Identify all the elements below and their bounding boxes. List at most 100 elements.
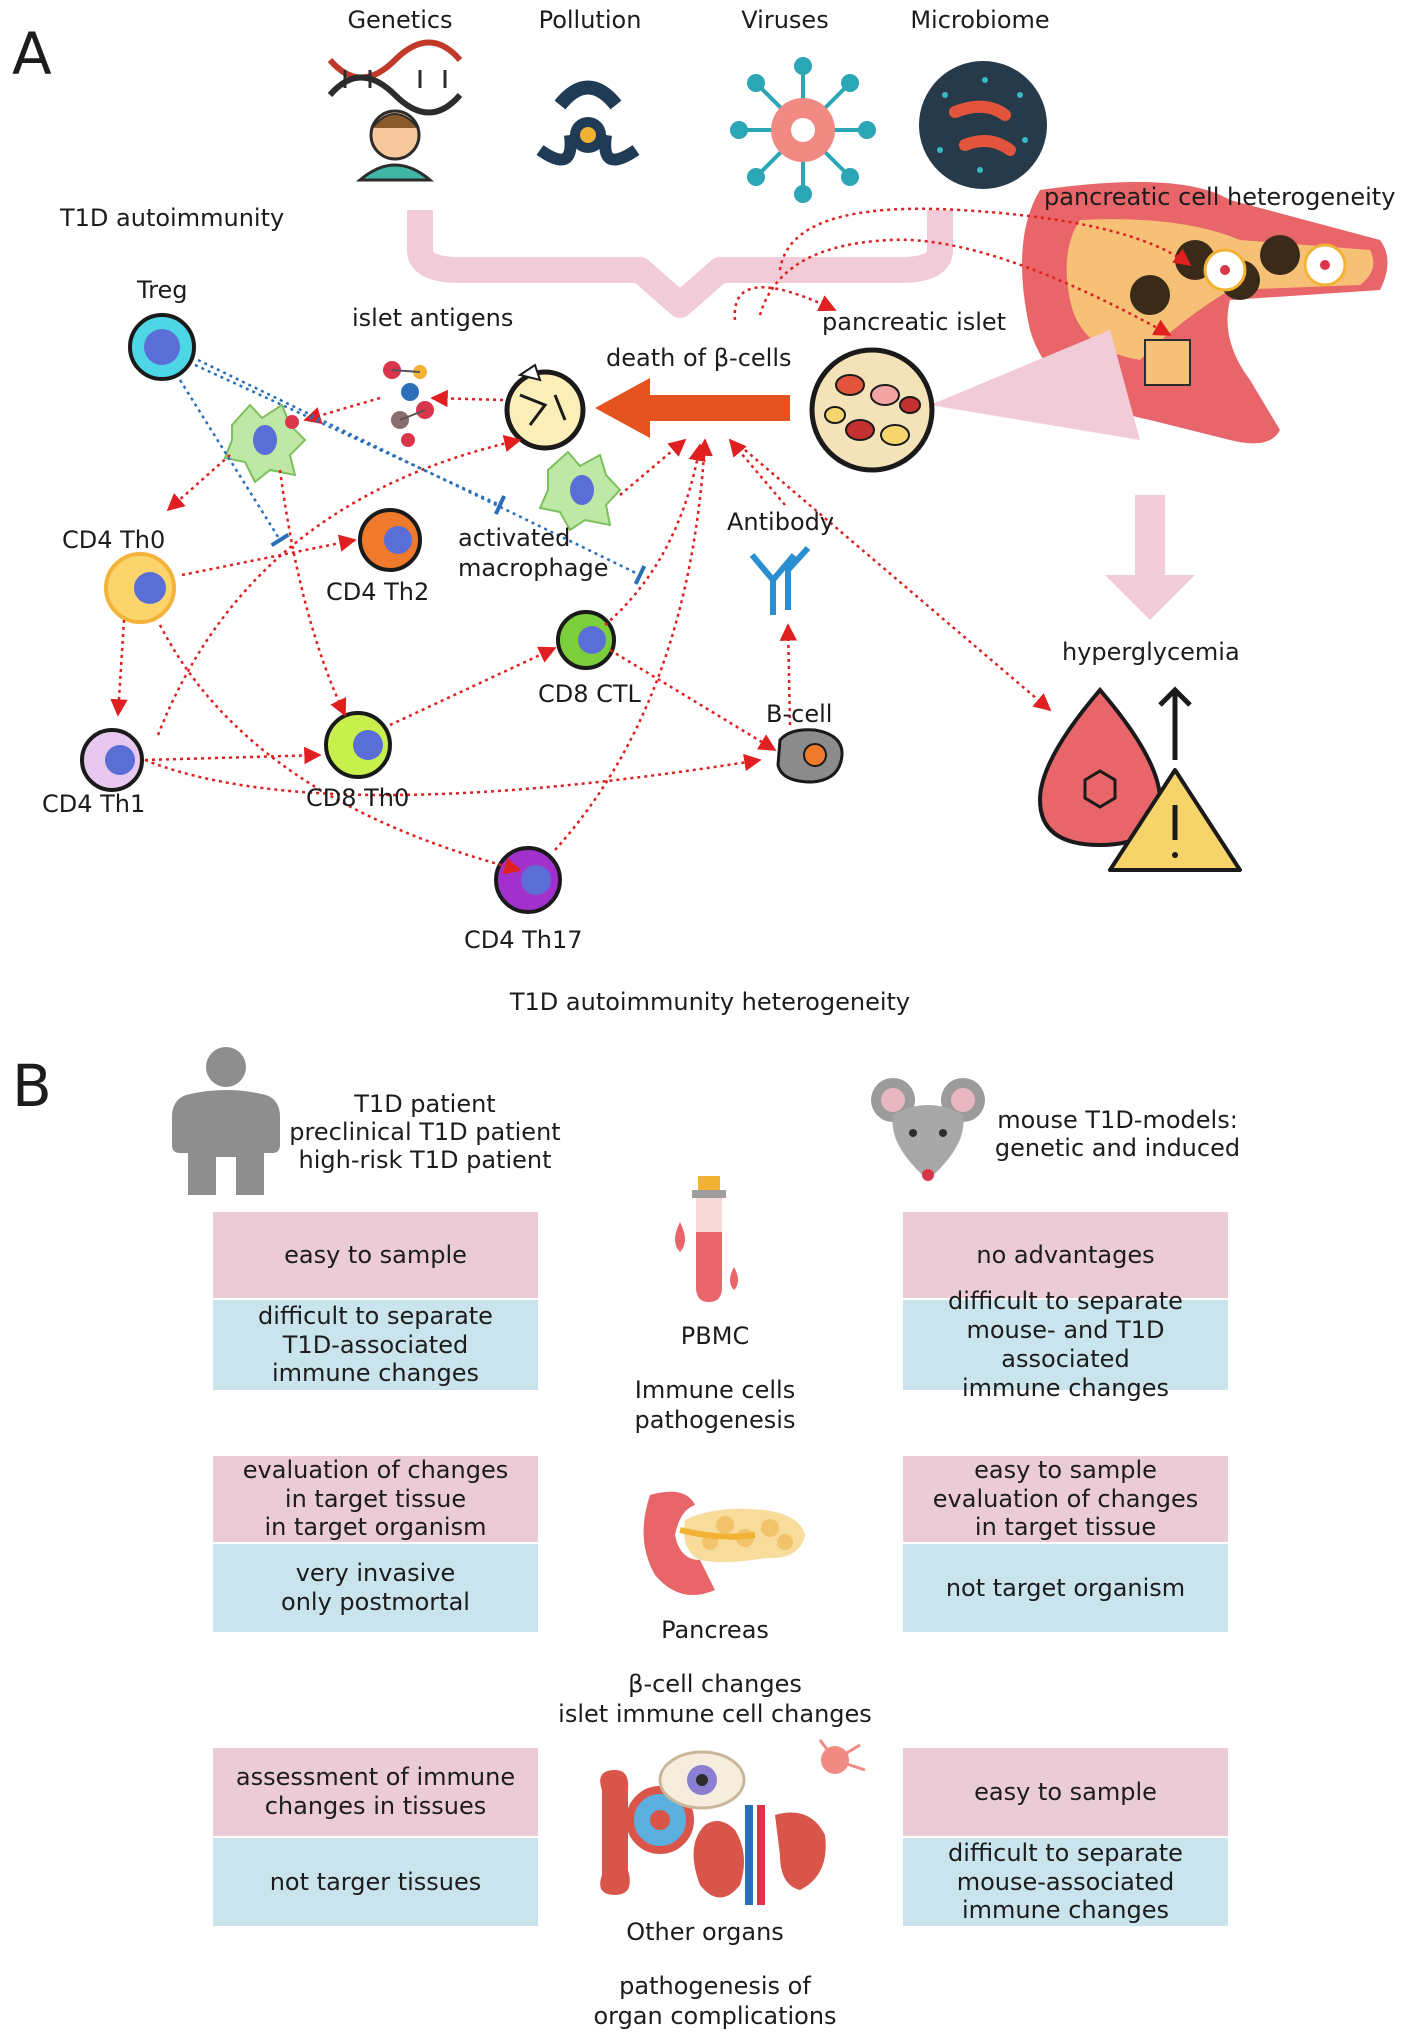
death-arrow [595,378,790,438]
limitation-line: difficult to separate [258,1301,493,1330]
mouse-model-icon [871,1078,985,1181]
factor-viruses-label: Viruses [741,6,829,34]
mouse-line-1: mouse T1D-models: [997,1106,1238,1134]
limitation-line: mouse- and T1D associated [966,1316,1165,1373]
limitation-line: not targer tissues [269,1867,482,1896]
antibody-icon [749,545,811,615]
other-organs-icon [600,1739,866,1905]
advantage-line: assessment of immune [235,1763,516,1792]
panel-b-label: B [12,1052,52,1120]
t1d-autoimmunity-label: T1D autoimmunity [60,204,285,232]
human-patient-icon [172,1047,280,1195]
virus-icon [730,57,876,203]
interaction-arrows [110,207,1192,875]
human-pbmc-advantage: easy to sample [213,1212,538,1298]
limitation-line: immune changes [961,1373,1170,1402]
human-line-1: T1D patient [354,1090,496,1118]
b-cell-label: B-cell [766,700,833,728]
pancreas-subtitle-1: β-cell changes [628,1670,802,1698]
dead-beta-cell-icon [504,363,586,451]
pancreatic-islet-label: pancreatic islet [822,308,1007,336]
other-organs-subtitle-1: pathogenesis of [619,1972,811,2000]
pancreas-title: Pancreas [661,1616,769,1644]
other-organs-title: Other organs [626,1918,784,1946]
panel-a-label: A [12,20,52,88]
advantage-line: in target tissue [284,1484,467,1513]
pancreas-subtitle-2: islet immune cell changes [558,1700,872,1728]
treg-inhibition-lines [178,358,647,585]
advantage-line: easy to sample [974,1777,1157,1806]
activated-macrophage-icon [538,450,622,532]
limitation-line: immune changes [271,1359,480,1388]
mouse-pbmc-limitation: difficult to separate mouse- and T1D ass… [903,1287,1228,1402]
advantage-text: no advantages [976,1240,1155,1269]
limitation-line: immune changes [961,1896,1170,1925]
treg-cell-icon [128,313,196,381]
hyperglycemia-arrow [1105,495,1195,620]
blood-tube-icon [675,1176,738,1302]
mouse-line-2: genetic and induced [994,1134,1241,1162]
cd4-th2-cell-icon [358,508,422,572]
hyperglycemia-icon [1037,686,1242,872]
zoom-wedge [930,330,1140,440]
pbmc-subtitle-2: pathogenesis [634,1406,796,1434]
cd8-th0-label: CD8 Th0 [306,784,410,812]
mouse-pancreas-advantage: easy to sample evaluation of changes in … [903,1456,1228,1542]
activated-label: activated [458,524,571,552]
cd8-ctl-label: CD8 CTL [538,680,641,708]
cd4-th2-label: CD4 Th2 [326,578,430,606]
cd8-th0-cell-icon [324,711,392,779]
pbmc-subtitle-1: Immune cells [634,1376,796,1404]
b-cell-icon [776,728,844,784]
antibody-label: Antibody [727,508,835,536]
factor-pollution-label: Pollution [538,6,642,34]
cd4-th17-label: CD4 Th17 [464,926,583,954]
advantage-line: evaluation of changes [932,1484,1199,1513]
pancreas-icon [643,1491,805,1595]
advantage-line: evaluation of changes [242,1455,509,1484]
factors-bracket [407,210,953,318]
treg-label: Treg [137,276,188,304]
human-pancreas-advantage: evaluation of changes in target tissue i… [213,1456,538,1542]
human-line-2: preclinical T1D patient [289,1118,561,1146]
advantage-line: in target tissue [974,1513,1157,1542]
pancreatic-heterogeneity-label: pancreatic cell heterogeneity [1044,183,1396,211]
mouse-organs-advantage: easy to sample [903,1748,1228,1836]
limitation-line: mouse-associated [956,1867,1175,1896]
t1d-autoimmunity-diagram [80,39,1388,914]
human-organs-advantage: assessment of immune changes in tissues [213,1748,538,1836]
limitation-line: difficult to separate [948,1838,1183,1867]
factor-genetics-label: Genetics [347,6,453,34]
advantage-line: easy to sample [974,1455,1157,1484]
mouse-organs-limitation: difficult to separate mouse-associated i… [903,1838,1228,1926]
cd4-th1-cell-icon [80,728,144,792]
mouse-pancreas-limitation: not target organism [903,1544,1228,1632]
advantage-line: changes in tissues [264,1792,487,1820]
cd4-th17-cell-icon [494,846,562,914]
hyperglycemia-label: hyperglycemia [1062,638,1240,666]
human-line-3: high-risk T1D patient [298,1146,552,1174]
genetics-icon [327,39,463,182]
factor-microbiome-label: Microbiome [910,6,1050,34]
islet-antigens-label: islet antigens [352,304,514,332]
human-pbmc-limitation: difficult to separate T1D-associated imm… [213,1300,538,1390]
human-pancreas-limitation: very invasive only postmortal [213,1544,538,1632]
microbiome-icon [919,61,1047,189]
cd4-th0-cell-icon [104,552,176,624]
heterogeneity-label: T1D autoimmunity heterogeneity [509,988,911,1016]
pancreatic-islet-icon [809,347,935,473]
pbmc-title: PBMC [680,1322,750,1350]
other-organs-subtitle-2: organ complications [593,2002,837,2030]
advantage-line: in target organism [264,1513,487,1542]
human-organs-limitation: not targer tissues [213,1838,538,1926]
macrophage-label: macrophage [458,554,609,582]
islet-clusters [1130,235,1347,315]
limitation-line: difficult to separate [948,1287,1183,1316]
cd4-th0-label: CD4 Th0 [62,526,166,554]
limitation-line: very invasive [295,1559,456,1588]
cd8-ctl-cell-icon [556,610,616,670]
limitation-line: only postmortal [281,1588,470,1616]
death-beta-cells-label: death of β-cells [606,344,792,372]
limitation-line: T1D-associated [282,1330,469,1359]
advantage-text: easy to sample [284,1240,467,1269]
